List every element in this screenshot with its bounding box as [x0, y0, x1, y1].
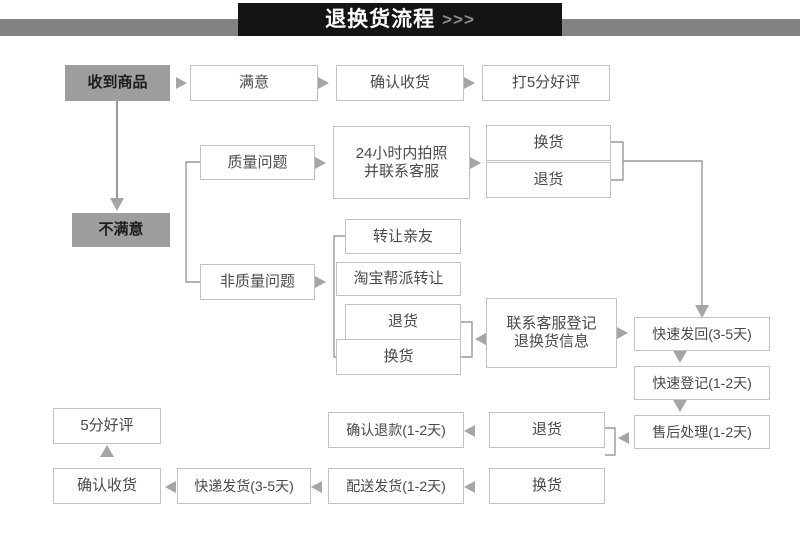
- node-transfer-to-friend[interactable]: 转让亲友: [345, 219, 461, 254]
- arrow-up-fivestar: [100, 445, 114, 457]
- chevrons-icon: >>>: [442, 10, 475, 29]
- arrow-satisfied-to-confirm: [318, 77, 329, 89]
- ribbon-wing-left: [0, 19, 262, 36]
- wire-branch-quality: [185, 161, 200, 283]
- node-confirm-receipt-bottom[interactable]: 确认收货: [53, 468, 161, 504]
- arrow-photo-to-exchange: [470, 157, 481, 169]
- node-return-non-quality[interactable]: 退货: [345, 304, 461, 340]
- arrow-express-to-confirm: [165, 481, 176, 493]
- arrow-contact-to-nq-options: [475, 333, 486, 345]
- node-delivery-ship[interactable]: 配送发货(1-2天): [328, 468, 464, 504]
- node-exchange-non-quality[interactable]: 换货: [336, 339, 461, 375]
- wire-join-exchange-return: [611, 141, 624, 181]
- page-header-ribbon: 退换货流程 >>>: [0, 0, 800, 46]
- node-satisfied[interactable]: 满意: [190, 65, 318, 101]
- node-fast-send-back[interactable]: 快速发回(3-5天): [634, 317, 770, 351]
- node-received-goods[interactable]: 收到商品: [65, 65, 170, 101]
- ribbon-wing-right: [538, 19, 800, 36]
- page-title: 退换货流程: [325, 8, 436, 31]
- node-return-quality[interactable]: 退货: [486, 162, 611, 198]
- node-contact-service-register[interactable]: 联系客服登记 退换货信息: [486, 298, 617, 368]
- node-after-sale-process[interactable]: 售后处理(1-2天): [634, 415, 770, 449]
- node-five-star-top[interactable]: 打5分好评: [482, 65, 610, 101]
- node-exchange-quality[interactable]: 换货: [486, 125, 611, 161]
- arrow-return-to-refund: [464, 425, 475, 437]
- ribbon-center-banner: 退换货流程 >>>: [238, 3, 562, 36]
- arrow-aftersale-to-bottom-options: [618, 432, 629, 444]
- node-non-quality-issue[interactable]: 非质量问题: [200, 264, 315, 300]
- arrow-nonquality-to-options: [315, 276, 326, 288]
- node-return-bottom[interactable]: 退货: [489, 412, 605, 448]
- arrow-fastsend-to-fastregister: [673, 351, 687, 363]
- node-five-star-bottom[interactable]: 5分好评: [53, 408, 161, 444]
- node-express-ship[interactable]: 快递发货(3-5天): [177, 468, 311, 504]
- arrow-down-unsatisfied: [110, 198, 124, 211]
- arrow-confirm-to-fivestar: [464, 77, 475, 89]
- node-fast-register[interactable]: 快速登记(1-2天): [634, 366, 770, 400]
- wire-join-nq-return-exchange: [461, 321, 473, 358]
- arrow-exchange-to-delivery: [464, 481, 475, 493]
- node-taobao-gang-transfer[interactable]: 淘宝帮派转让: [336, 262, 461, 296]
- node-confirm-refund[interactable]: 确认退款(1-2天): [328, 412, 464, 448]
- arrow-received-to-satisfied: [176, 77, 187, 89]
- node-photo-contact-service[interactable]: 24小时内拍照 并联系客服: [333, 126, 470, 199]
- arrow-quality-to-photo: [315, 157, 326, 169]
- node-confirm-receipt-top[interactable]: 确认收货: [336, 65, 464, 101]
- arrow-contact-to-fastsend: [617, 327, 628, 339]
- node-unsatisfied[interactable]: 不满意: [72, 213, 170, 247]
- node-exchange-bottom[interactable]: 换货: [489, 468, 605, 504]
- arrow-delivery-to-express: [311, 481, 322, 493]
- wire-bottom-options-bracket: [605, 427, 616, 456]
- node-quality-issue[interactable]: 质量问题: [200, 145, 315, 180]
- wire-to-fast-send-back: [623, 160, 703, 305]
- arrow-fastregister-to-aftersale: [673, 400, 687, 412]
